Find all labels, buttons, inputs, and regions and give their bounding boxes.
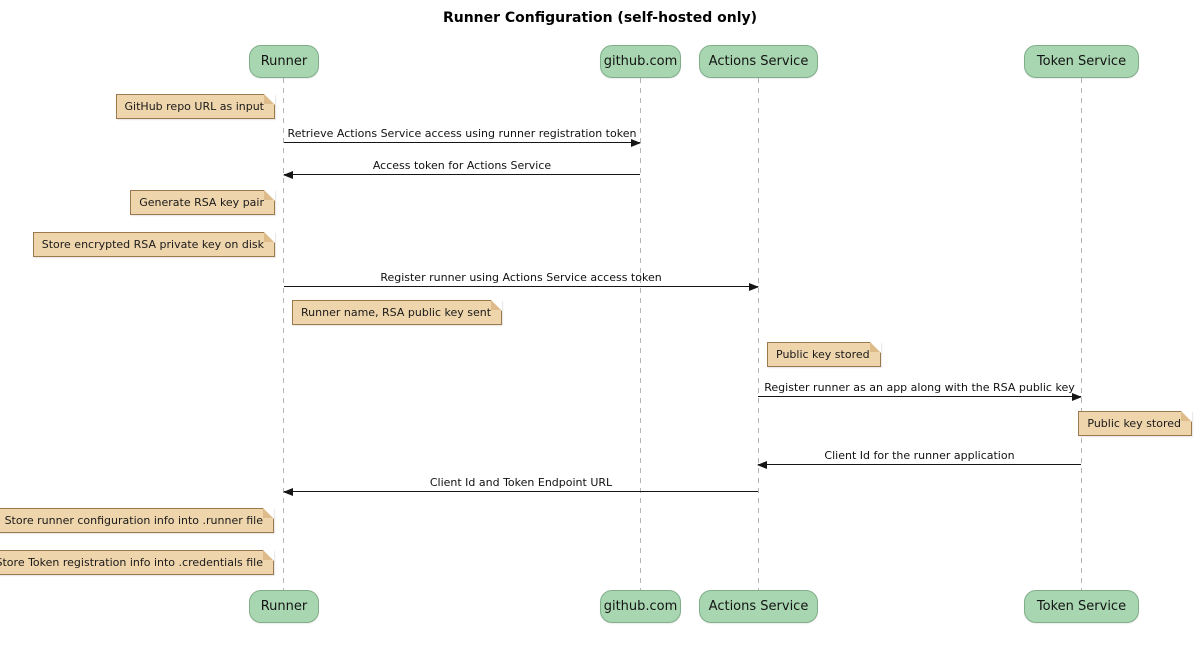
- message-label: Client Id for the runner application: [824, 449, 1015, 462]
- message-label: Access token for Actions Service: [372, 159, 552, 172]
- message-line: [284, 491, 758, 492]
- participant-runner-bottom: Runner: [249, 590, 319, 623]
- participant-actions-service-top: Actions Service: [699, 45, 818, 78]
- diagram-title: Runner Configuration (self-hosted only): [442, 10, 758, 26]
- arrowhead-right-icon: [1072, 393, 1082, 401]
- note-store-token-registration: Store Token registration info into .cred…: [0, 550, 275, 575]
- participant-token-service-top: Token Service: [1024, 45, 1139, 78]
- note-generate-rsa-key-pair: Generate RSA key pair: [130, 190, 275, 215]
- lifeline-github: [640, 78, 641, 590]
- message-line: [758, 396, 1081, 397]
- message-label: Client Id and Token Endpoint URL: [429, 476, 613, 489]
- note-github-repo-url: GitHub repo URL as input: [115, 94, 276, 119]
- note-store-runner-configuration: Store runner configuration info into .ru…: [0, 508, 275, 533]
- arrowhead-right-icon: [749, 283, 759, 291]
- message-label: Register runner using Actions Service ac…: [380, 271, 662, 284]
- message-label: Register runner as an app along with the…: [764, 381, 1075, 394]
- message-line: [284, 142, 640, 143]
- note-runner-name-rsa-public-key: Runner name, RSA public key sent: [292, 300, 503, 325]
- arrowhead-right-icon: [631, 139, 641, 147]
- message-client-id-for-runner-application: Client Id for the runner application: [757, 445, 1081, 469]
- lifeline-token-service: [1081, 78, 1082, 590]
- participant-github-bottom: github.com: [600, 590, 681, 623]
- lifeline-runner: [283, 78, 284, 590]
- message-line: [758, 464, 1081, 465]
- message-line: [284, 174, 640, 175]
- note-public-key-stored-actions: Public key stored: [767, 342, 881, 367]
- message-register-runner-as-app: Register runner as an app along with the…: [758, 377, 1082, 401]
- message-label: Retrieve Actions Service access using ru…: [287, 127, 637, 140]
- participant-runner-top: Runner: [249, 45, 319, 78]
- participant-token-service-bottom: Token Service: [1024, 590, 1139, 623]
- arrowhead-left-icon: [283, 488, 293, 496]
- message-retrieve-actions-service-access: Retrieve Actions Service access using ru…: [284, 123, 641, 147]
- note-store-encrypted-rsa-private-key: Store encrypted RSA private key on disk: [32, 232, 276, 257]
- message-line: [284, 286, 758, 287]
- participant-github-top: github.com: [600, 45, 681, 78]
- note-public-key-stored-token: Public key stored: [1078, 411, 1192, 436]
- message-client-id-and-token-endpoint-url: Client Id and Token Endpoint URL: [283, 472, 758, 496]
- participant-actions-service-bottom: Actions Service: [699, 590, 818, 623]
- lifeline-actions-service: [758, 78, 759, 590]
- message-access-token-for-actions-service: Access token for Actions Service: [283, 155, 640, 179]
- arrowhead-left-icon: [757, 461, 767, 469]
- message-register-runner-using-access-token: Register runner using Actions Service ac…: [284, 267, 759, 291]
- arrowhead-left-icon: [283, 171, 293, 179]
